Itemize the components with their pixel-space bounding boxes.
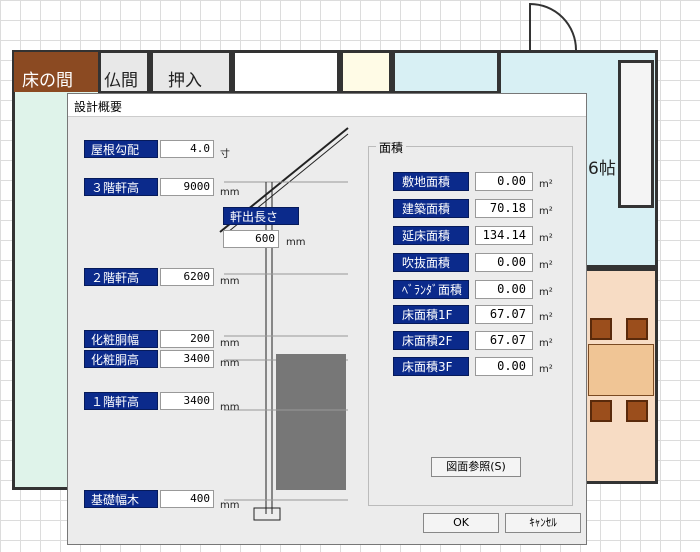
roof-pitch-unit: 寸: [220, 149, 230, 160]
site-area-unit: m²: [539, 179, 553, 190]
dining-table: [588, 344, 654, 396]
base-width-label: 基礎幅木: [84, 490, 158, 508]
eave-overhang-label: 軒出長さ: [223, 207, 299, 225]
trim-height-unit: mm: [220, 358, 240, 369]
floor-area-1f-input[interactable]: 67.07: [475, 305, 533, 324]
dialog-titlebar[interactable]: 設計概要: [68, 94, 586, 117]
roof-pitch-label: 屋根勾配: [84, 140, 158, 158]
floor-area-2f-unit: m²: [539, 338, 553, 349]
eave-overhang-input[interactable]: 600: [223, 230, 279, 248]
eave-3f-input[interactable]: 9000: [160, 178, 214, 196]
cancel-button[interactable]: ｷｬﾝｾﾙ: [505, 513, 581, 533]
ok-button[interactable]: OK: [423, 513, 499, 533]
eave-2f-input[interactable]: 6200: [160, 268, 214, 286]
eave-3f-unit: mm: [220, 187, 240, 198]
floor-area-3f-input[interactable]: 0.00: [475, 357, 533, 376]
chair: [626, 318, 648, 340]
design-summary-dialog: 設計概要 屋根勾配 4.0 寸 ３階軒高 9000 mm 軒出長さ 600 mm…: [67, 93, 587, 545]
toilet-room: [340, 50, 392, 94]
eave-1f-input[interactable]: 3400: [160, 392, 214, 410]
drawing-reference-button[interactable]: 図面参照(S): [431, 457, 521, 477]
building-area-input[interactable]: 70.18: [475, 199, 533, 218]
building-area-label: 建築面積: [393, 199, 469, 218]
eave-overhang-unit: mm: [286, 237, 306, 248]
sink-unit: [618, 60, 654, 208]
eave-2f-unit: mm: [220, 276, 240, 287]
tokonoma-label: 床の間: [22, 71, 73, 91]
chair: [590, 400, 612, 422]
area-groupbox: [368, 146, 573, 506]
floor-area-1f-unit: m²: [539, 312, 553, 323]
floor-area-2f-input[interactable]: 67.07: [475, 331, 533, 350]
trim-width-unit: mm: [220, 338, 240, 349]
area-group-title: 面積: [376, 139, 407, 156]
bath-room: [392, 50, 500, 94]
eave-1f-label: １階軒高: [84, 392, 158, 410]
floor-area-3f-unit: m²: [539, 364, 553, 375]
floor-area-2f-label: 床面積2F: [393, 331, 469, 350]
elevation-diagram: [219, 127, 349, 521]
floor-area-3f-label: 床面積3F: [393, 357, 469, 376]
eave-1f-unit: mm: [220, 402, 240, 413]
butsuma-room: [98, 50, 150, 94]
oshiire-room: [150, 50, 232, 94]
site-area-input[interactable]: 0.00: [475, 172, 533, 191]
trim-width-label: 化粧胴幅: [84, 330, 158, 348]
dialog-title: 設計概要: [74, 100, 123, 114]
roof-pitch-input[interactable]: 4.0: [160, 140, 214, 158]
chair: [590, 318, 612, 340]
trim-width-input[interactable]: 200: [160, 330, 214, 348]
floor-area-1f-label: 床面積1F: [393, 305, 469, 324]
door-arc-icon: [529, 2, 577, 51]
chair: [626, 400, 648, 422]
atrium-area-label: 吹抜面積: [393, 253, 469, 272]
atrium-area-input[interactable]: 0.00: [475, 253, 533, 272]
veranda-area-unit: m²: [539, 287, 553, 298]
trim-height-input[interactable]: 3400: [160, 350, 214, 368]
stair-area: [232, 50, 340, 94]
tokonoma-floor: [14, 52, 98, 92]
base-width-input[interactable]: 400: [160, 490, 214, 508]
butsuma-label: 仏間: [104, 71, 138, 91]
total-floor-area-label: 延床面積: [393, 226, 469, 245]
site-area-label: 敷地面積: [393, 172, 469, 191]
atrium-area-unit: m²: [539, 260, 553, 271]
veranda-area-label: ﾍﾞﾗﾝﾀﾞ面積: [393, 280, 469, 299]
oshiire-label: 押入: [168, 71, 202, 91]
eave-2f-label: ２階軒高: [84, 268, 158, 286]
total-floor-area-input[interactable]: 134.14: [475, 226, 533, 245]
total-floor-area-unit: m²: [539, 233, 553, 244]
veranda-area-input[interactable]: 0.00: [475, 280, 533, 299]
kitchen-label: 6帖: [588, 159, 616, 179]
building-area-unit: m²: [539, 206, 553, 217]
trim-height-label: 化粧胴高: [84, 350, 158, 368]
eave-3f-label: ３階軒高: [84, 178, 158, 196]
base-width-unit: mm: [220, 500, 240, 511]
